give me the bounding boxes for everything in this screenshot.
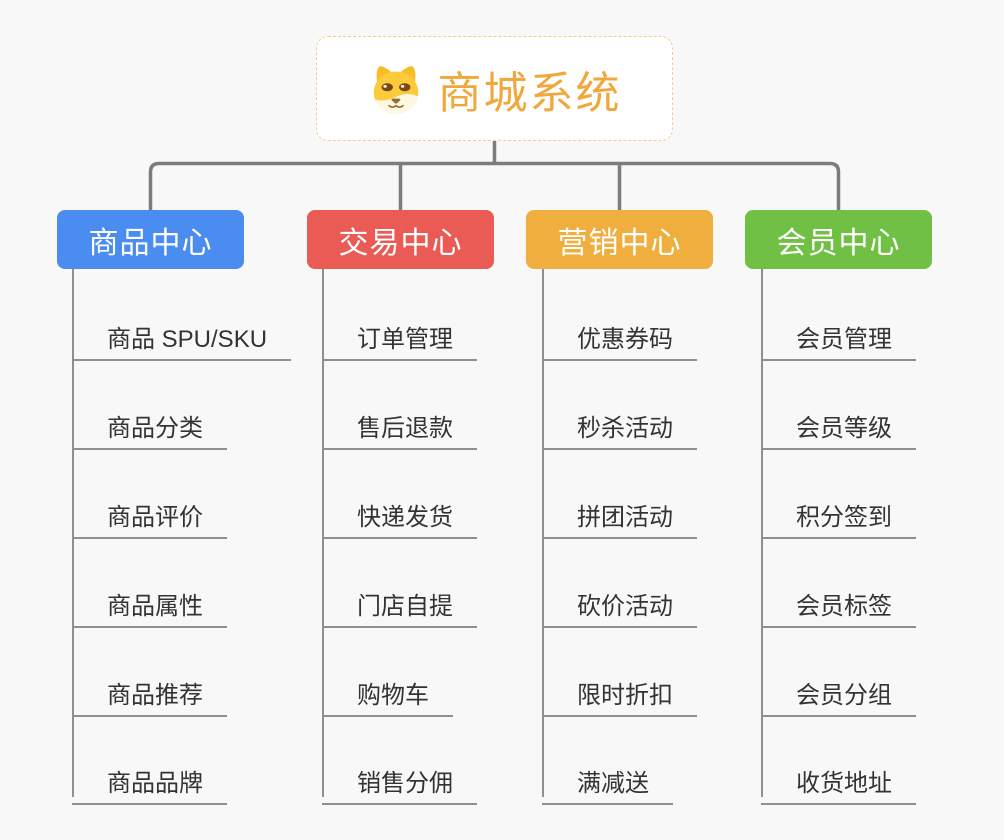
leaf-points-checkin[interactable]: 积分签到 [761, 492, 916, 539]
leaf-full-reduction[interactable]: 满减送 [542, 758, 673, 805]
leaf-time-limited-discount[interactable]: 限时折扣 [542, 670, 697, 717]
leaf-product-recommend[interactable]: 商品推荐 [72, 670, 227, 717]
leaf-product-attribute[interactable]: 商品属性 [72, 581, 227, 628]
leaf-product-category[interactable]: 商品分类 [72, 403, 227, 450]
leaf-member-tag[interactable]: 会员标签 [761, 581, 916, 628]
leaf-order-management[interactable]: 订单管理 [322, 314, 477, 361]
branch-marketing-center[interactable]: 营销中心 [526, 210, 713, 269]
leaf-shipping-address[interactable]: 收货地址 [761, 758, 916, 805]
leaf-product-brand[interactable]: 商品品牌 [72, 758, 227, 805]
leaf-group-buy[interactable]: 拼团活动 [542, 492, 697, 539]
branch-trade-center[interactable]: 交易中心 [307, 210, 494, 269]
leaf-flash-sale[interactable]: 秒杀活动 [542, 403, 697, 450]
leaf-bargain-activity[interactable]: 砍价活动 [542, 581, 697, 628]
leaf-product-review[interactable]: 商品评价 [72, 492, 227, 539]
leaf-product-spu-sku[interactable]: 商品 SPU/SKU [72, 314, 292, 361]
root-node[interactable]: 商城系统 [316, 36, 673, 141]
leaf-coupon-code[interactable]: 优惠券码 [542, 314, 697, 361]
leaf-sales-commission[interactable]: 销售分佣 [322, 758, 477, 805]
branch-rail-line [148, 161, 841, 210]
branch-member-center[interactable]: 会员中心 [745, 210, 932, 269]
leaf-member-management[interactable]: 会员管理 [761, 314, 916, 361]
leaf-member-group[interactable]: 会员分组 [761, 670, 916, 717]
dog-face-icon [373, 65, 418, 113]
leaf-store-pickup[interactable]: 门店自提 [322, 581, 477, 628]
leaf-after-sale-refund[interactable]: 售后退款 [322, 403, 477, 450]
root-node-title: 商城系统 [437, 68, 622, 118]
leaf-member-level[interactable]: 会员等级 [761, 403, 916, 450]
branch-product-center[interactable]: 商品中心 [57, 210, 244, 269]
leaf-shopping-cart[interactable]: 购物车 [322, 670, 453, 717]
leaf-express-delivery[interactable]: 快递发货 [322, 492, 477, 539]
